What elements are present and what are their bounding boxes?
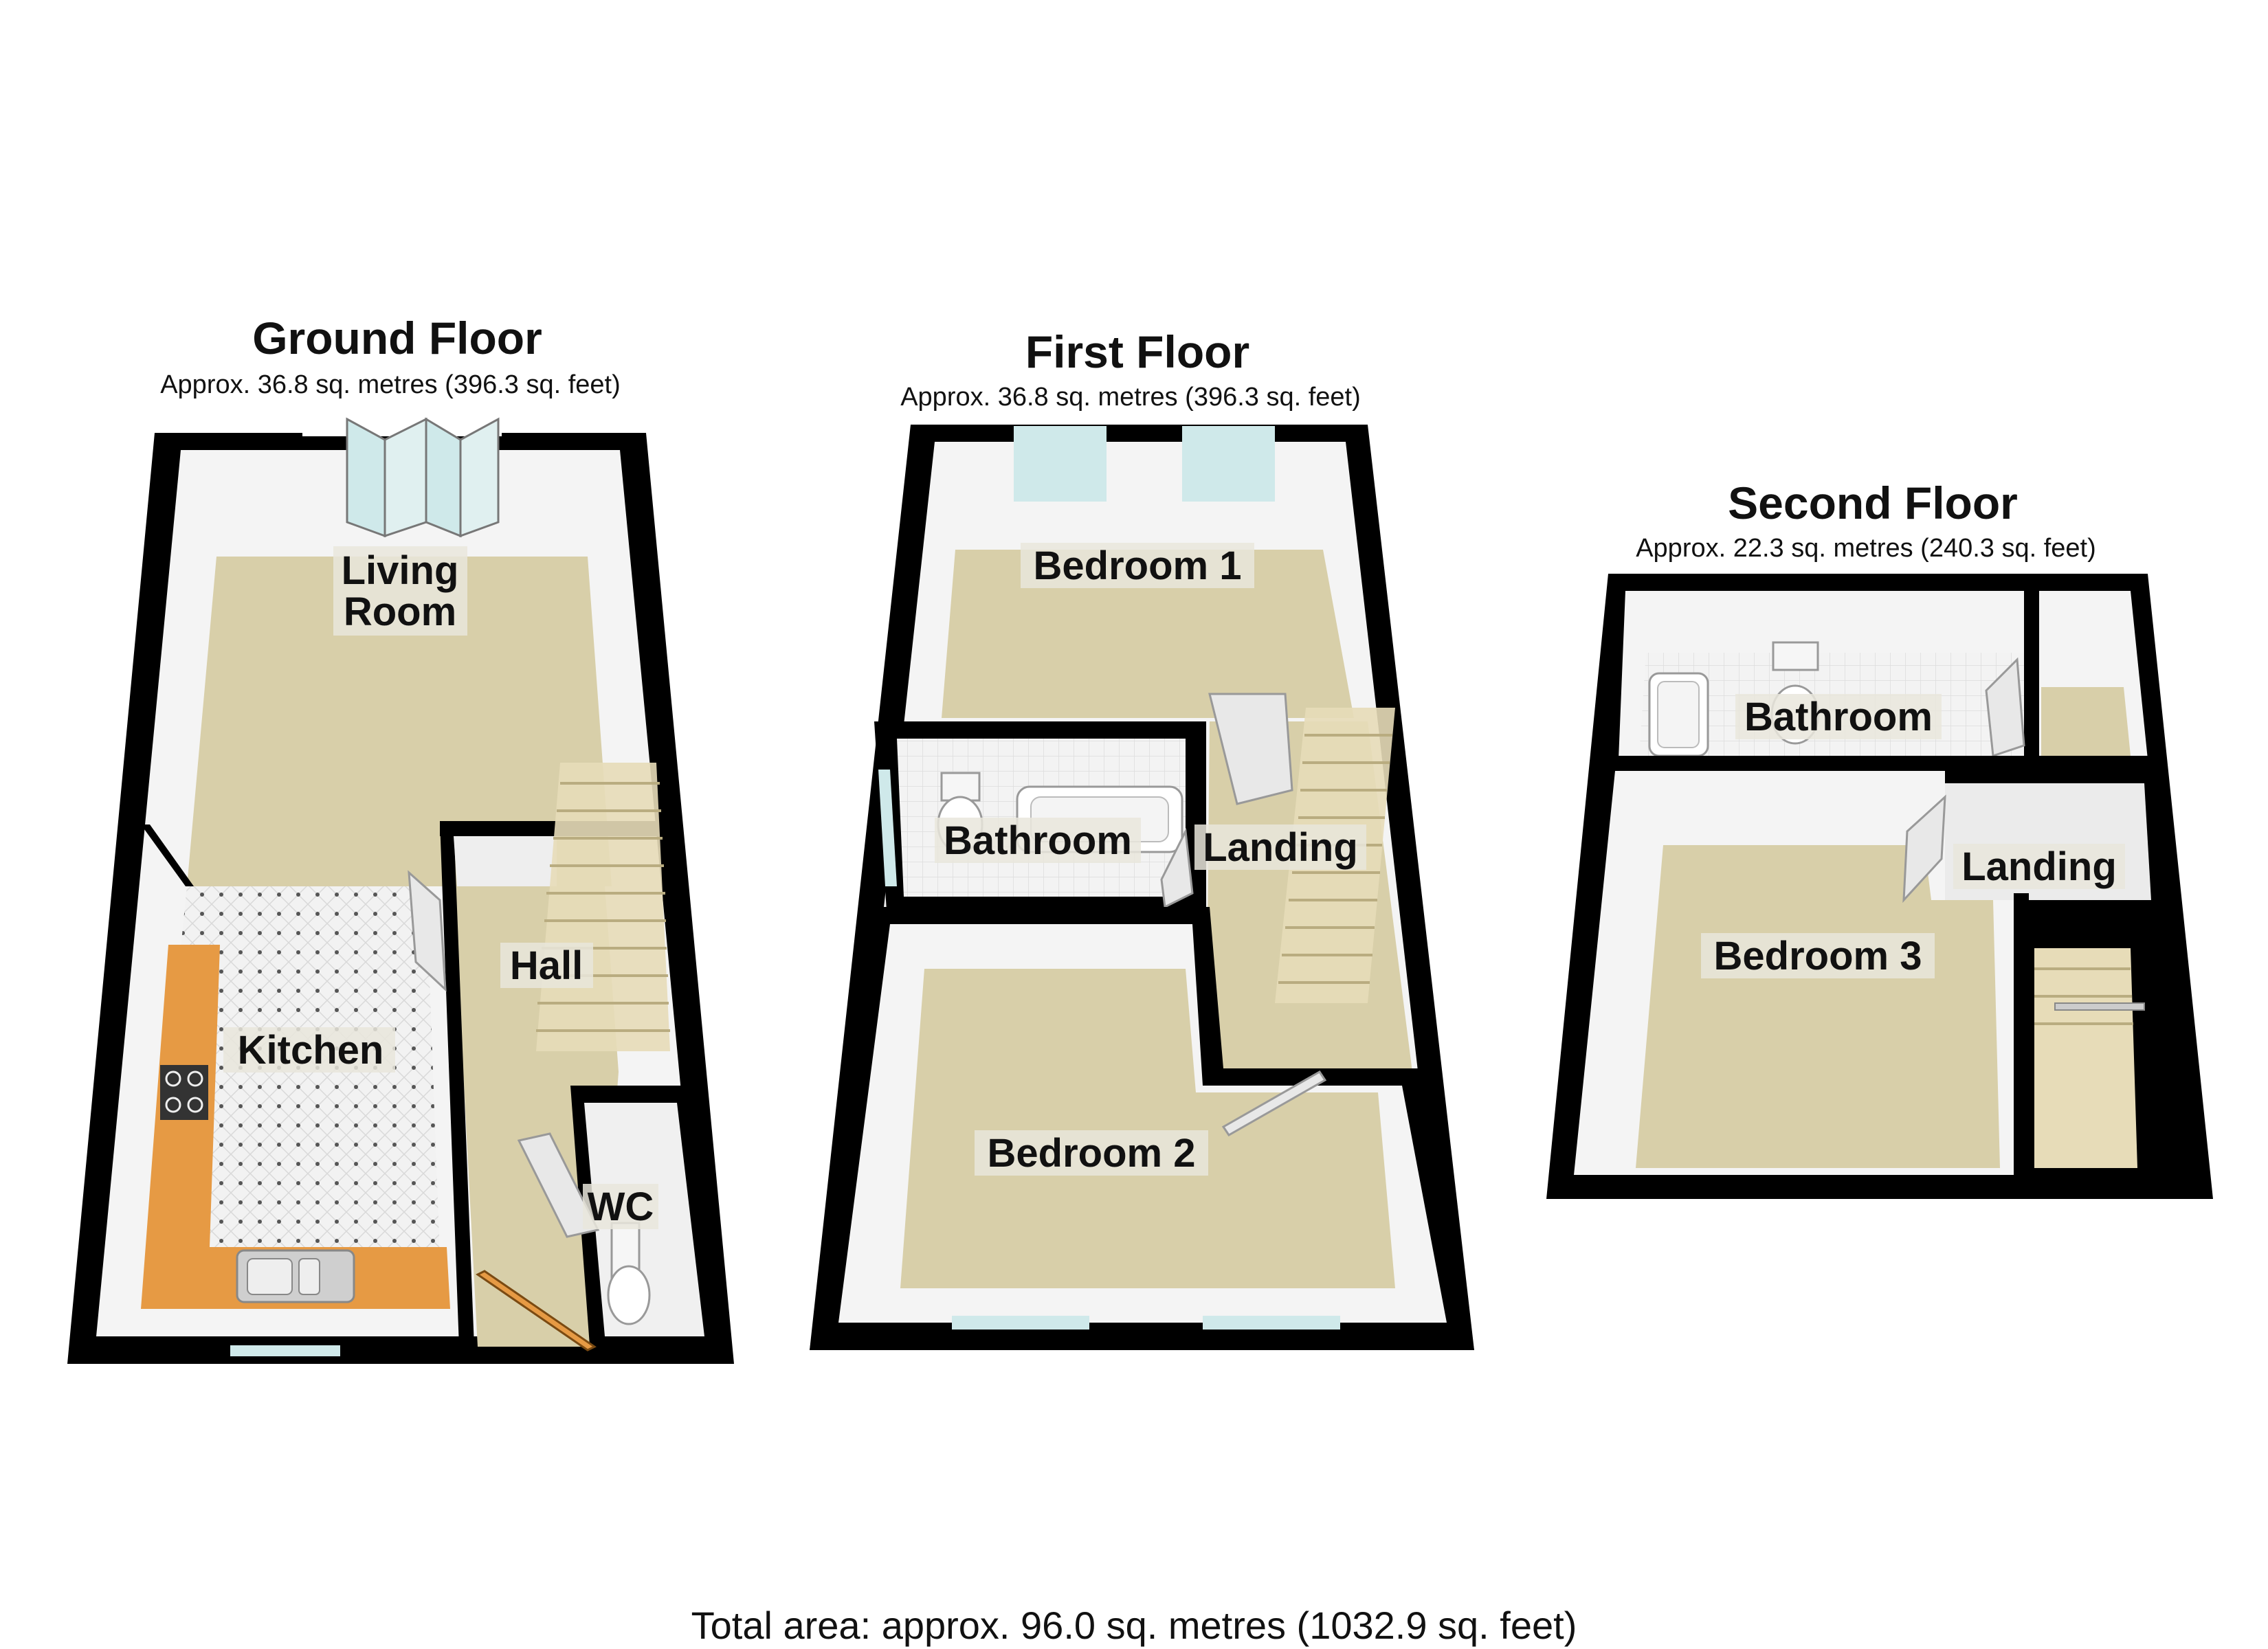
window	[230, 1345, 340, 1356]
second-floor-title: Second Floor	[1728, 478, 2018, 528]
label-bg	[500, 943, 593, 988]
cupboard-floor	[2041, 687, 2131, 756]
kitchen-door	[408, 870, 447, 992]
second-floor: Second Floor Approx. 22.3 sq. metres (24…	[1546, 478, 2213, 1199]
label-bg	[1735, 694, 1942, 739]
ground-floor-title: Ground Floor	[252, 313, 542, 363]
window	[1014, 426, 1107, 502]
sink-icon	[236, 1249, 355, 1303]
label-bg	[1953, 844, 2125, 889]
room-label-living-2: Room	[344, 590, 456, 634]
room-label-bedroom-3: Bedroom 3	[1714, 934, 1922, 978]
bedroom-2-floor	[900, 969, 1395, 1288]
label-bg	[975, 1130, 1208, 1176]
room-label-bedroom-1: Bedroom 1	[1034, 543, 1242, 588]
room-label-hall: Hall	[510, 943, 583, 988]
bathtub-icon	[1648, 672, 1709, 757]
room-label-landing-2: Landing	[1961, 844, 2117, 889]
first-floor-title: First Floor	[1025, 326, 1249, 377]
label-bg	[333, 546, 467, 636]
room-label-kitchen: Kitchen	[238, 1028, 384, 1073]
label-bg	[1194, 824, 1366, 870]
window	[1182, 426, 1275, 502]
hob-icon	[160, 1065, 208, 1120]
room-label-bathroom-1: Bathroom	[944, 818, 1132, 863]
front-door	[476, 1270, 597, 1351]
landing-2-partition	[2014, 893, 2029, 1182]
bedroom-2-door	[1221, 1070, 1327, 1136]
second-floor-stairs	[2034, 948, 2137, 1168]
window	[1203, 1316, 1340, 1330]
label-bg	[223, 1027, 395, 1073]
label-bg	[1021, 543, 1254, 588]
bathroom-2-partition	[2024, 591, 2039, 756]
total-area: Total area: approx. 96.0 sq. metres (103…	[691, 1604, 1577, 1647]
ground-floor: Ground Floor Approx. 36.8 sq. metres (39…	[67, 313, 734, 1364]
label-bg	[1701, 933, 1935, 978]
wc-door	[517, 1132, 600, 1238]
hall-wall	[440, 821, 474, 1347]
room-label-landing-1: Landing	[1203, 825, 1358, 870]
bedroom-1-floor	[942, 550, 1354, 718]
kitchen-partition	[141, 824, 194, 886]
bathroom-2-door	[1985, 657, 2025, 758]
label-bg	[583, 1184, 658, 1229]
room-label-bedroom-2: Bedroom 2	[988, 1131, 1196, 1176]
living-room-floor	[187, 557, 612, 886]
room-label-living: Living	[342, 548, 459, 593]
hall-wall-face	[454, 836, 557, 886]
stair-treads	[2034, 967, 2133, 1025]
bifold-doors	[302, 416, 502, 538]
first-floor-area: Approx. 36.8 sq. metres (396.3 sq. feet)	[900, 383, 1361, 412]
second-floor-area: Approx. 22.3 sq. metres (240.3 sq. feet)	[1636, 534, 2096, 563]
landing-door	[1208, 693, 1293, 805]
toilet-icon	[607, 1222, 651, 1325]
room-label-bathroom-2: Bathroom	[1744, 695, 1933, 739]
room-label-wc: WC	[588, 1185, 654, 1229]
label-bg	[935, 818, 1141, 863]
ground-floor-area: Approx. 36.8 sq. metres (396.3 sq. feet)	[160, 370, 621, 399]
second-floor-divider	[1612, 756, 2148, 771]
bedroom-3-floor	[1636, 845, 2000, 1168]
window	[878, 770, 897, 886]
landing-2-door	[1902, 794, 1946, 904]
window	[952, 1316, 1089, 1330]
kitchen-worktop	[141, 945, 450, 1309]
bathroom-door	[1160, 827, 1194, 909]
first-floor: First Floor Approx. 36.8 sq. metres (396…	[810, 326, 1474, 1350]
banister	[2054, 1002, 2145, 1011]
